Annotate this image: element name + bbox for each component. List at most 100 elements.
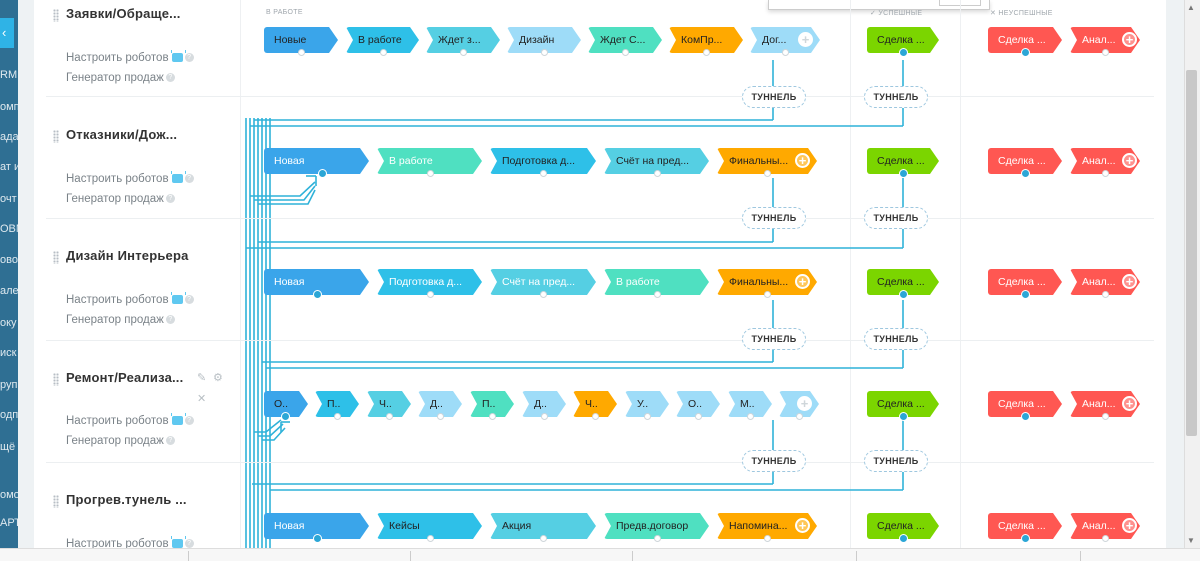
stage-3[interactable]: Ждет з...	[426, 27, 500, 53]
add-stage-icon[interactable]: +	[797, 396, 812, 411]
robots-link[interactable]: Настроить роботов?	[66, 292, 194, 306]
stage-2[interactable]: В работе	[377, 148, 482, 174]
add-fail-stage-icon[interactable]: +	[1122, 396, 1137, 411]
stage-6[interactable]: КомПр...	[669, 27, 743, 53]
fail-stage-1[interactable]: Сделка ...	[988, 513, 1062, 539]
tunnel-badge[interactable]: ТУННЕЛЬ	[864, 328, 928, 350]
stage-2[interactable]: Подготовка д...	[377, 269, 482, 295]
robots-link[interactable]: Настроить роботов?	[66, 536, 194, 550]
stage-connector-dot[interactable]	[426, 291, 434, 298]
stage-connector-dot[interactable]	[541, 413, 548, 420]
help-icon[interactable]: ?	[184, 295, 194, 305]
stage-1[interactable]: Новая	[264, 148, 369, 174]
stage-connector-dot[interactable]	[747, 413, 754, 420]
stage-connector-dot[interactable]	[541, 49, 548, 56]
fail-connector-dot[interactable]	[1102, 413, 1109, 420]
sidebar-toggle-button[interactable]: ‹	[0, 18, 14, 48]
sidebar-item-stub[interactable]: ат и	[0, 161, 18, 173]
sidebar-item-stub[interactable]: RM	[0, 69, 18, 81]
stage-connector-dot[interactable]	[622, 49, 629, 56]
stage-5[interactable]: П..	[470, 391, 514, 417]
settings-icon[interactable]: ⚙	[213, 372, 223, 384]
success-connector-dot[interactable]	[899, 412, 908, 421]
stage-connector-dot[interactable]	[298, 49, 305, 56]
stage-connector-dot[interactable]	[460, 49, 467, 56]
horizontal-scrollbar[interactable]	[0, 548, 1200, 561]
stage-2[interactable]: П..	[315, 391, 359, 417]
add-fail-stage-icon[interactable]: +	[1122, 153, 1137, 168]
stage-4[interactable]: Предв.договор	[604, 513, 709, 539]
tunnel-badge[interactable]: ТУННЕЛЬ	[742, 86, 806, 108]
sidebar-item-stub[interactable]: ОВМ	[0, 223, 18, 235]
stage-connector-dot[interactable]	[386, 413, 393, 420]
help-icon[interactable]: ?	[184, 174, 194, 184]
sidebar-item-stub[interactable]: ада	[0, 131, 18, 143]
sales-generator-link[interactable]: Генератор продаж?	[66, 435, 175, 447]
stage-connector-dot[interactable]	[540, 291, 547, 298]
stage-connector-dot[interactable]	[764, 291, 771, 298]
stage-connector-dot[interactable]	[653, 170, 661, 177]
stage-connector-dot[interactable]	[764, 535, 771, 542]
sales-generator-link[interactable]: Генератор продаж?	[66, 193, 175, 205]
drag-handle-icon[interactable]	[53, 495, 59, 508]
stage-3[interactable]: Ч..	[367, 391, 411, 417]
stage-connector-dot[interactable]	[312, 534, 322, 543]
fail-connector-dot[interactable]	[1102, 49, 1109, 56]
add-stage-icon[interactable]: +	[795, 274, 810, 289]
scrollbar-thumb[interactable]	[1186, 70, 1197, 436]
robots-link[interactable]: Настроить роботов?	[66, 171, 194, 185]
drag-handle-icon[interactable]	[53, 130, 59, 143]
stage-connector-dot[interactable]	[796, 413, 803, 420]
sidebar-item-stub[interactable]: иск	[0, 347, 17, 359]
sidebar-item-stub[interactable]: руп	[0, 379, 18, 391]
sales-generator-link[interactable]: Генератор продаж?	[66, 314, 175, 326]
stage-connector-dot[interactable]	[782, 49, 789, 56]
tunnel-badge[interactable]: ТУННЕЛЬ	[742, 328, 806, 350]
help-icon[interactable]: ?	[165, 194, 175, 204]
stage-connector-dot[interactable]	[695, 413, 702, 420]
drag-handle-icon[interactable]	[53, 251, 59, 264]
stage-connector-dot[interactable]	[426, 535, 434, 542]
fail-connector-dot[interactable]	[1021, 534, 1030, 543]
help-icon[interactable]: ?	[184, 416, 194, 426]
scroll-up-icon[interactable]: ▲	[1187, 3, 1195, 12]
stage-connector-dot[interactable]	[334, 413, 341, 420]
add-fail-stage-icon[interactable]: +	[1122, 274, 1137, 289]
stage-1[interactable]: Новые	[264, 27, 338, 53]
scroll-down-icon[interactable]: ▼	[1187, 536, 1195, 545]
stage-connector-dot[interactable]	[592, 413, 599, 420]
help-icon[interactable]: ?	[165, 315, 175, 325]
stage-8[interactable]: У..	[625, 391, 669, 417]
help-icon[interactable]: ?	[165, 73, 175, 83]
edit-icon[interactable]: ✎	[197, 372, 207, 384]
tunnel-badge[interactable]: ТУННЕЛЬ	[864, 86, 928, 108]
stage-2[interactable]: Кейсы	[377, 513, 482, 539]
tunnel-badge[interactable]: ТУННЕЛЬ	[742, 207, 806, 229]
sidebar-item-stub[interactable]: очт	[0, 193, 17, 205]
stage-6[interactable]: Д..	[522, 391, 566, 417]
fail-connector-dot[interactable]	[1021, 169, 1030, 178]
sidebar-item-stub[interactable]: одп	[0, 409, 18, 421]
stage-connector-dot[interactable]	[312, 290, 322, 299]
stage-4[interactable]: Д..	[418, 391, 462, 417]
help-icon[interactable]: ?	[184, 53, 194, 63]
stage-connector-dot[interactable]	[317, 169, 327, 178]
stage-connector-dot[interactable]	[703, 49, 710, 56]
tunnel-badge[interactable]: ТУННЕЛЬ	[742, 450, 806, 472]
fail-connector-dot[interactable]	[1021, 290, 1030, 299]
pipeline-title[interactable]: Прогрев.тунель ...	[66, 492, 187, 507]
delete-icon[interactable]: ✕	[197, 393, 207, 405]
stage-3[interactable]: Счёт на пред...	[490, 269, 596, 295]
pipeline-title[interactable]: Дизайн Интерьера	[66, 248, 189, 263]
stage-4[interactable]: В работе	[604, 269, 709, 295]
stage-connector-dot[interactable]	[540, 535, 547, 542]
stage-connector-dot[interactable]	[540, 170, 547, 177]
stage-connector-dot[interactable]	[437, 413, 444, 420]
robots-link[interactable]: Настроить роботов?	[66, 50, 194, 64]
tunnel-badge[interactable]: ТУННЕЛЬ	[864, 207, 928, 229]
drag-handle-icon[interactable]	[53, 9, 59, 22]
fail-connector-dot[interactable]	[1102, 170, 1109, 177]
drag-handle-icon[interactable]	[53, 373, 59, 386]
stage-connector-dot[interactable]	[764, 170, 771, 177]
success-connector-dot[interactable]	[899, 534, 908, 543]
